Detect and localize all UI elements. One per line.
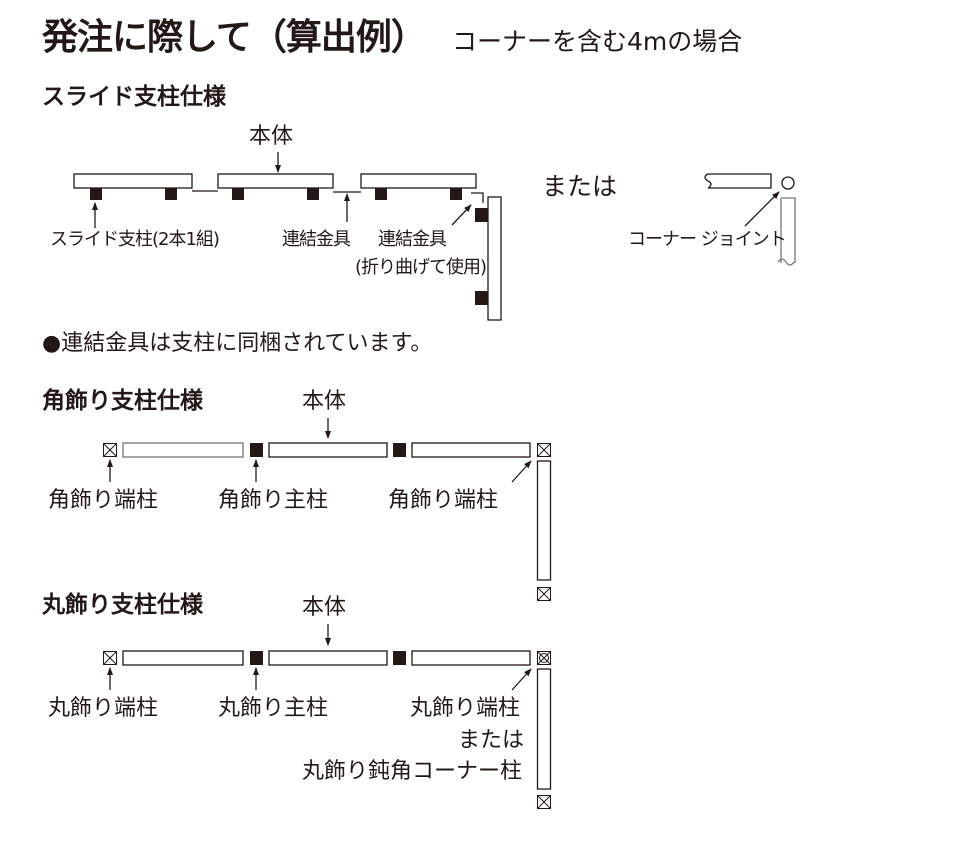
slide-body-label: 本体 [249, 124, 294, 149]
round-obtuse-corner-label: 丸飾り鈍角コーナー柱 [302, 759, 523, 784]
slide-panels [73, 173, 502, 321]
round-end-post-label: 丸飾り端柱 [48, 696, 159, 721]
corner-joint-drawing [704, 173, 796, 266]
square-main-post-label: 角飾り主柱 [218, 488, 329, 513]
connector-bent-note: (折り曲げて使用) [355, 257, 487, 278]
round-or-label: または [458, 728, 525, 753]
square-body-label: 本体 [302, 389, 347, 414]
slide-posts [90, 188, 488, 305]
round-body-label: 本体 [302, 595, 347, 620]
square-end-post-label: 角飾り端柱 [48, 488, 159, 513]
connector-note: ●連結金具は支柱に同梱されています。 [42, 331, 433, 356]
slide-post-label: スライド支柱(2本1組) [50, 229, 220, 250]
square-row [102, 442, 552, 602]
round-row [102, 650, 552, 810]
round-main-post-label: 丸飾り主柱 [218, 696, 329, 721]
slide-heading: スライド支柱仕様 [42, 84, 226, 110]
connector-bent-label: 連結金具 [378, 229, 447, 250]
round-heading: 丸飾り支柱仕様 [42, 592, 203, 618]
square-heading: 角飾り支柱仕様 [42, 388, 203, 414]
arrow-connector-bent [451, 204, 472, 226]
or-label: または [542, 172, 618, 201]
page-title: 発注に際して（算出例） [42, 17, 427, 58]
corner-joint-label: コーナー ジョイント [628, 229, 787, 250]
round-end-post-label-2: 丸飾り端柱 [410, 696, 521, 721]
connector-label: 連結金具 [282, 229, 351, 250]
page-subtitle: コーナーを含む4mの場合 [452, 27, 743, 56]
square-end-post-label-2: 角飾り端柱 [388, 488, 499, 513]
